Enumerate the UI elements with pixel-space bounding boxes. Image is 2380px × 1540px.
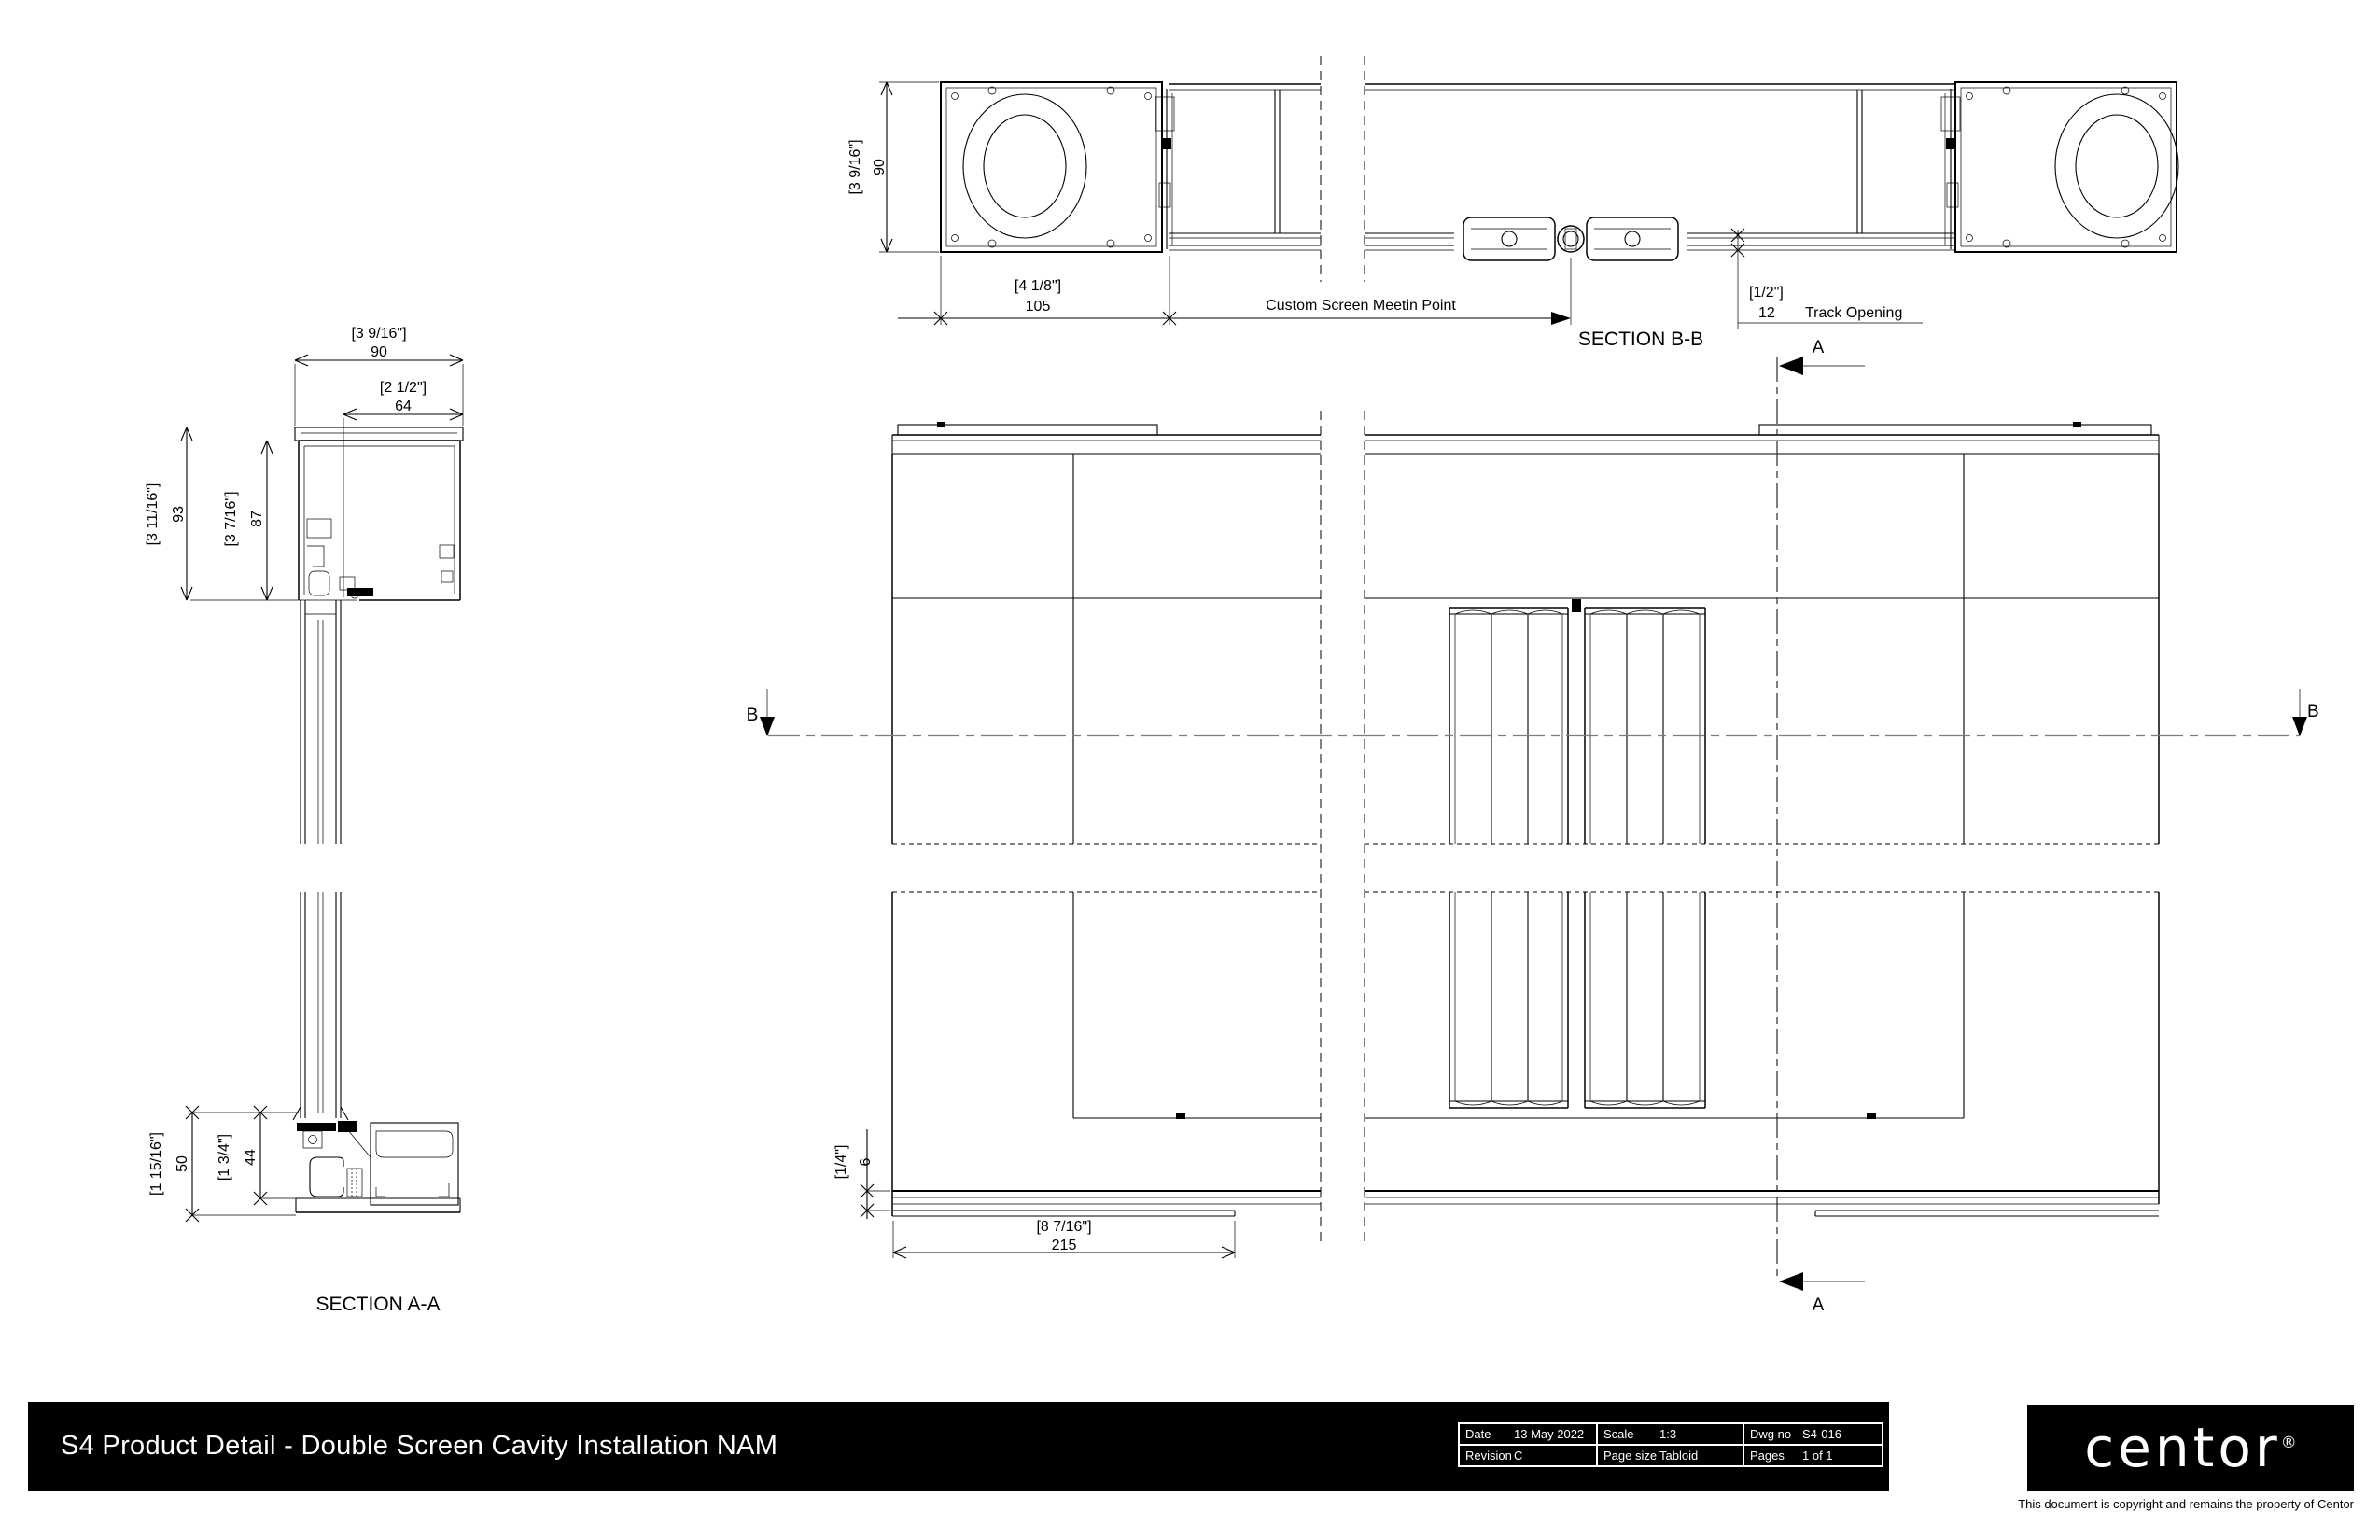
bb-right-screen-roll-inner	[2075, 114, 2159, 218]
bb-right-screen-roll-outer	[2054, 93, 2179, 239]
aa-sill-assembly	[295, 1121, 461, 1213]
field-dwgno: Dwg no S4-016	[1743, 1424, 1882, 1444]
bb-track-lines	[1169, 56, 1955, 282]
field-pages-value: 1 of 1	[1802, 1449, 1833, 1463]
field-dwgno-value: S4-016	[1802, 1427, 1841, 1441]
aa-jamb-stile	[292, 600, 349, 1121]
bb-height-dimension: [3 9/16"] 90	[847, 81, 939, 253]
sill-length-inches: [8 7/16"]	[1036, 1219, 1091, 1235]
cut-marker-b-left: B	[747, 706, 759, 725]
bb-right-panel-divider	[1856, 90, 1863, 233]
section-aa: [3 9/16"] 90 [2 1/2"] 64	[145, 326, 464, 1315]
elevation-sill	[892, 1190, 2159, 1217]
copyright-notice: This document is copyright and remains t…	[2018, 1497, 2354, 1511]
elevation-lower-half	[891, 891, 2160, 1216]
field-pages: Pages 1 of 1	[1743, 1446, 1882, 1465]
screen-meeting-latch	[1572, 599, 1581, 612]
field-dwgno-label: Dwg no	[1750, 1427, 1792, 1441]
aa-width-mm: 90	[371, 344, 387, 360]
bb-meeting-point-label: Custom Screen Meetin Point	[1266, 298, 1456, 314]
cut-marker-a-top: A	[1813, 338, 1825, 357]
bb-height-inches: [3 9/16"]	[847, 139, 863, 194]
aa-head-box	[294, 427, 464, 601]
aa-inner-width-mm: 64	[395, 399, 412, 414]
bb-track-opening-dimension: [1/2"] 12 Track Opening	[1730, 228, 1923, 329]
sill-length-mm: 215	[1052, 1238, 1077, 1253]
bb-cavity-mm: 105	[1026, 299, 1051, 315]
screen-panels-upper	[1449, 599, 1706, 844]
floor-gap-mm: 6	[858, 1157, 874, 1166]
title-block-row-1: Date 13 May 2022 Scale 1:3 Dwg no S4-016	[1460, 1424, 1882, 1444]
aa-height-inches: [3 11/16"]	[145, 483, 161, 546]
field-pages-label: Pages	[1750, 1449, 1785, 1463]
elevation-floor-dimension: [1/4"] 6	[833, 1129, 890, 1219]
aa-inner-height-dimension: [3 7/16"] 87	[223, 440, 273, 601]
field-pagesize: Page size Tabloid	[1596, 1446, 1743, 1465]
floor-gap-inches: [1/4"]	[833, 1145, 849, 1180]
section-cut-bb: B B	[747, 689, 2319, 737]
bb-cavity-inches: [4 1/8"]	[1015, 278, 1061, 294]
bb-left-cavity-box	[940, 81, 1175, 253]
bb-right-cavity-box	[1940, 81, 2179, 253]
elevation-upper-half	[891, 454, 2160, 845]
elevation-view: B B A A	[747, 338, 2319, 1315]
bb-left-panel-divider	[1274, 90, 1281, 233]
aa-sill-dimension: [1 15/16"] 50	[148, 1105, 299, 1223]
field-scale-value: 1:3	[1659, 1427, 1677, 1441]
section-bb-label: SECTION B-B	[1578, 329, 1703, 350]
bb-track-opening-label: Track Opening	[1805, 305, 1902, 321]
aa-inner-height-mm: 87	[249, 511, 265, 527]
aa-sill-inches: [1 15/16"]	[148, 1132, 164, 1196]
section-bb: [3 9/16"] 90	[847, 56, 2179, 350]
aa-inner-width-dimension: [2 1/2"] 64	[343, 380, 464, 597]
section-aa-label: SECTION A-A	[315, 1294, 440, 1315]
aa-height-mm: 93	[171, 506, 187, 523]
field-scale-label: Scale	[1603, 1427, 1634, 1441]
field-pagesize-value: Tabloid	[1659, 1449, 1699, 1463]
field-date-label: Date	[1465, 1427, 1491, 1441]
centor-logo: centor®	[2084, 1416, 2297, 1479]
bb-track-opening-mm: 12	[1758, 305, 1775, 321]
field-scale: Scale 1:3	[1596, 1424, 1743, 1444]
field-date-value: 13 May 2022	[1514, 1427, 1585, 1441]
field-revision-value: C	[1514, 1449, 1523, 1463]
aa-width-inches: [3 9/16"]	[351, 326, 406, 342]
bb-cavity-dimension: [4 1/8"] 105 Custom Screen Meetin Point	[898, 256, 1572, 326]
bb-height-mm: 90	[872, 159, 888, 175]
title-block-table: Date 13 May 2022 Scale 1:3 Dwg no S4-016…	[1458, 1422, 1883, 1467]
field-revision: Revision C	[1460, 1446, 1596, 1465]
bb-track-opening-inches: [1/2"]	[1749, 285, 1784, 301]
title-block-row-2: Revision C Page size Tabloid Pages 1 of …	[1460, 1444, 1882, 1465]
screen-panels-lower	[1449, 892, 1706, 1109]
bb-screen-interlock	[1463, 217, 1679, 261]
bb-left-screen-roll-inner	[983, 114, 1067, 218]
aa-sill-inner-inches: [1 3/4"]	[217, 1134, 232, 1181]
cut-marker-b-right: B	[2307, 702, 2319, 721]
aa-sill-mm: 50	[175, 1155, 190, 1172]
aa-width-dimension: [3 9/16"] 90	[294, 326, 464, 426]
aa-inner-height-inches: [3 7/16"]	[223, 491, 239, 546]
aa-sill-inner-mm: 44	[243, 1149, 259, 1166]
field-pagesize-label: Page size	[1603, 1449, 1658, 1463]
field-date: Date 13 May 2022	[1460, 1424, 1596, 1444]
elevation-head	[891, 422, 2160, 455]
drawing-title: S4 Product Detail - Double Screen Cavity…	[61, 1431, 778, 1461]
bb-left-screen-roll-outer	[962, 93, 1087, 239]
centor-logo-box: centor®	[2027, 1405, 2354, 1491]
registered-mark: ®	[2280, 1434, 2297, 1452]
aa-height-dimension: [3 11/16"] 93	[145, 427, 357, 601]
aa-sill-inner-dimension: [1 3/4"] 44	[217, 1105, 299, 1206]
elevation-sill-dimension: [8 7/16"] 215	[892, 1219, 1236, 1259]
cut-marker-a-bottom: A	[1813, 1295, 1825, 1315]
section-cut-aa: A A	[1776, 338, 1865, 1315]
field-revision-label: Revision	[1465, 1449, 1512, 1463]
aa-inner-width-inches: [2 1/2"]	[380, 380, 427, 396]
